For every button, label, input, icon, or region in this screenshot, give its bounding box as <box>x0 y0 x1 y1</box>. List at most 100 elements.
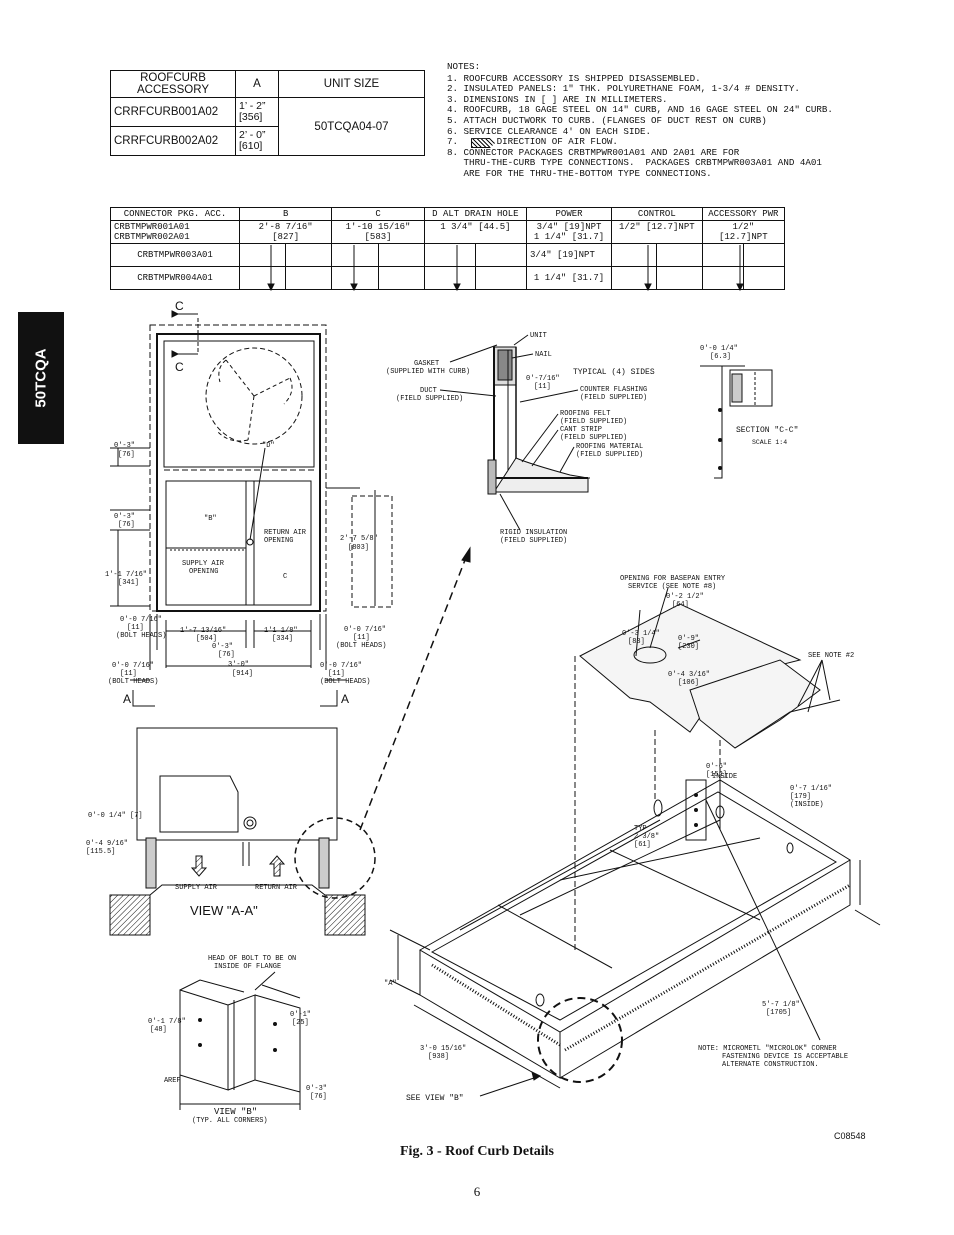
svg-text:0'-6": 0'-6" <box>706 763 727 771</box>
svg-text:OPENING: OPENING <box>189 568 218 576</box>
detail-pointer-arrow <box>359 546 471 831</box>
svg-text:SEE VIEW "B": SEE VIEW "B" <box>406 1094 464 1103</box>
svg-text:(FIELD SUPPLIED): (FIELD SUPPLIED) <box>560 434 627 442</box>
svg-text:NOTE: MICROMETL "MICROLOK" COR: NOTE: MICROMETL "MICROLOK" CORNER <box>698 1045 837 1053</box>
svg-text:INSIDE: INSIDE <box>712 773 737 781</box>
svg-text:[106]: [106] <box>678 679 699 687</box>
svg-text:VIEW "A-A": VIEW "A-A" <box>190 903 258 918</box>
svg-text:"B": "B" <box>204 515 217 523</box>
table-row: CRBTMPWR003A01 3/4" [19]NPT <box>110 243 786 267</box>
c-cell: 1'-10 15/16"[583] <box>331 220 425 244</box>
note-item: 5. ATTACH DUCTWORK TO CURB. (FLANGES OF … <box>447 114 767 126</box>
svg-text:[76]: [76] <box>118 521 135 529</box>
svg-text:C: C <box>175 299 184 313</box>
table-header-row: ROOFCURB ACCESSORY A UNIT SIZE <box>110 70 425 98</box>
d-cell: 1 3/4" [44.5] <box>423 220 528 244</box>
svg-text:0'-3": 0'-3" <box>212 643 233 651</box>
svg-text:(BOLT HEADS): (BOLT HEADS) <box>108 678 158 686</box>
plan-view-labels: C C "D" "B" C RETURN AIR OPENING SUPPLY … <box>105 299 386 706</box>
note-item: ARE FOR THE THRU-THE-BOTTOM TYPE CONNECT… <box>447 167 712 179</box>
svg-text:0'-0 7/16": 0'-0 7/16" <box>320 662 362 670</box>
svg-text:(BOLT HEADS): (BOLT HEADS) <box>116 632 166 640</box>
svg-text:0'-3": 0'-3" <box>114 513 135 521</box>
svg-text:(BOLT HEADS): (BOLT HEADS) <box>336 642 386 650</box>
svg-text:[61]: [61] <box>634 841 651 849</box>
svg-text:[11]: [11] <box>127 624 144 632</box>
svg-text:SEE NOTE #2: SEE NOTE #2 <box>808 652 854 660</box>
svg-text:3'-0 15/16": 3'-0 15/16" <box>420 1045 466 1053</box>
svg-text:DUCT: DUCT <box>420 387 437 395</box>
plan-view <box>110 310 393 707</box>
notes-title: NOTES: <box>447 61 481 72</box>
svg-text:HEAD OF BOLT TO BE ON: HEAD OF BOLT TO BE ON <box>208 955 296 963</box>
airflow-arrow-icon <box>471 138 495 149</box>
svg-text:REF: REF <box>168 1077 181 1085</box>
svg-text:(BOLT HEADS): (BOLT HEADS) <box>320 678 370 686</box>
svg-text:[11]: [11] <box>120 670 137 678</box>
svg-text:0'-0 1/4": 0'-0 1/4" <box>700 345 738 353</box>
svg-text:0'-0 7/16": 0'-0 7/16" <box>112 662 154 670</box>
svg-text:SCALE 1:4: SCALE 1:4 <box>752 439 787 446</box>
accessory-cell: CRRFCURB001A02 <box>110 97 236 127</box>
svg-text:[6.3]: [6.3] <box>710 353 731 361</box>
svg-text:0'-9": 0'-9" <box>678 635 699 643</box>
svg-text:2'-7 5/8": 2'-7 5/8" <box>340 535 378 543</box>
control-cell: 1/2" [12.7]NPT <box>611 220 703 244</box>
view-aa <box>109 727 376 936</box>
table-row: CRRFCURB002A02 2’ - 0”[610] <box>110 126 425 156</box>
svg-text:0'-0 7/16": 0'-0 7/16" <box>120 616 162 624</box>
svg-text:[76]: [76] <box>118 451 135 459</box>
svg-text:[914]: [914] <box>232 670 253 678</box>
svg-text:[25]: [25] <box>292 1019 309 1027</box>
figure-caption: Fig. 3 - Roof Curb Details <box>400 1144 554 1159</box>
svg-text:[179]: [179] <box>790 793 811 801</box>
svg-text:(FIELD SUPPLIED): (FIELD SUPPLIED) <box>580 394 647 402</box>
a-cell: 1’ - 2”[356] <box>235 97 279 127</box>
svg-text:0'-3 1/4": 0'-3 1/4" <box>622 630 660 638</box>
svg-text:RETURN AIR: RETURN AIR <box>264 529 307 537</box>
gasket-detail <box>487 346 590 495</box>
svg-text:[11]: [11] <box>328 670 345 678</box>
svg-text:ROOFING FELT: ROOFING FELT <box>560 410 610 418</box>
svg-text:[334]: [334] <box>272 635 293 643</box>
svg-text:A: A <box>164 1077 169 1085</box>
svg-text:OPENING: OPENING <box>264 537 293 545</box>
svg-text:[76]: [76] <box>218 651 235 659</box>
svg-text:OPENING FOR BASEPAN ENTRY: OPENING FOR BASEPAN ENTRY <box>620 575 726 583</box>
header-accessory: ROOFCURB ACCESSORY <box>110 70 236 98</box>
svg-text:RETURN AIR: RETURN AIR <box>255 884 298 892</box>
curb-leader-lines <box>635 587 831 1041</box>
svg-text:ROOFING MATERIAL: ROOFING MATERIAL <box>576 443 643 451</box>
svg-text:0'-3": 0'-3" <box>306 1085 327 1093</box>
svg-text:0'-2 1/2": 0'-2 1/2" <box>666 593 704 601</box>
svg-text:[11]: [11] <box>534 383 551 391</box>
note-item: 6. SERVICE CLEARANCE 4' ON EACH SIDE. <box>447 125 651 137</box>
svg-text:(FIELD SUPPLIED): (FIELD SUPPLIED) <box>396 395 463 403</box>
svg-text:2 3/8": 2 3/8" <box>634 833 659 841</box>
svg-text:(FIELD SUPPLIED): (FIELD SUPPLIED) <box>576 451 643 459</box>
svg-text:NAIL: NAIL <box>535 351 552 359</box>
svg-text:3'-0": 3'-0" <box>228 661 249 669</box>
svg-text:RIGID INSULATION: RIGID INSULATION <box>500 529 567 537</box>
svg-text:[504]: [504] <box>196 635 217 643</box>
svg-text:0'-7/16": 0'-7/16" <box>526 375 560 383</box>
svg-text:(SUPPLIED WITH CURB): (SUPPLIED WITH CURB) <box>386 368 470 376</box>
svg-text:[341]: [341] <box>118 579 139 587</box>
svg-text:FASTENING DEVICE IS ACCEPTABLE: FASTENING DEVICE IS ACCEPTABLE <box>722 1053 848 1061</box>
table-row: CRRFCURB001A02 1’ - 2”[356] 50TCQA04-07 <box>110 97 425 156</box>
svg-text:C: C <box>175 360 184 374</box>
svg-text:"A": "A" <box>384 980 397 988</box>
svg-text:0'-4 3/16": 0'-4 3/16" <box>668 671 710 679</box>
svg-text:CANT STRIP: CANT STRIP <box>560 426 602 434</box>
svg-text:TYP: TYP <box>634 825 647 833</box>
table-header-row: CONNECTOR PKG. ACC. B C D ALT DRAIN HOLE… <box>110 207 786 221</box>
svg-text:TYPICAL (4) SIDES: TYPICAL (4) SIDES <box>573 368 655 377</box>
a-cell: 2’ - 0”[610] <box>235 126 279 156</box>
gasket-leader-lines <box>439 334 579 531</box>
svg-text:[803]: [803] <box>348 544 369 552</box>
note-item: 8. CONNECTOR PACKAGES CRBTMPWR001A01 AND… <box>447 146 740 158</box>
